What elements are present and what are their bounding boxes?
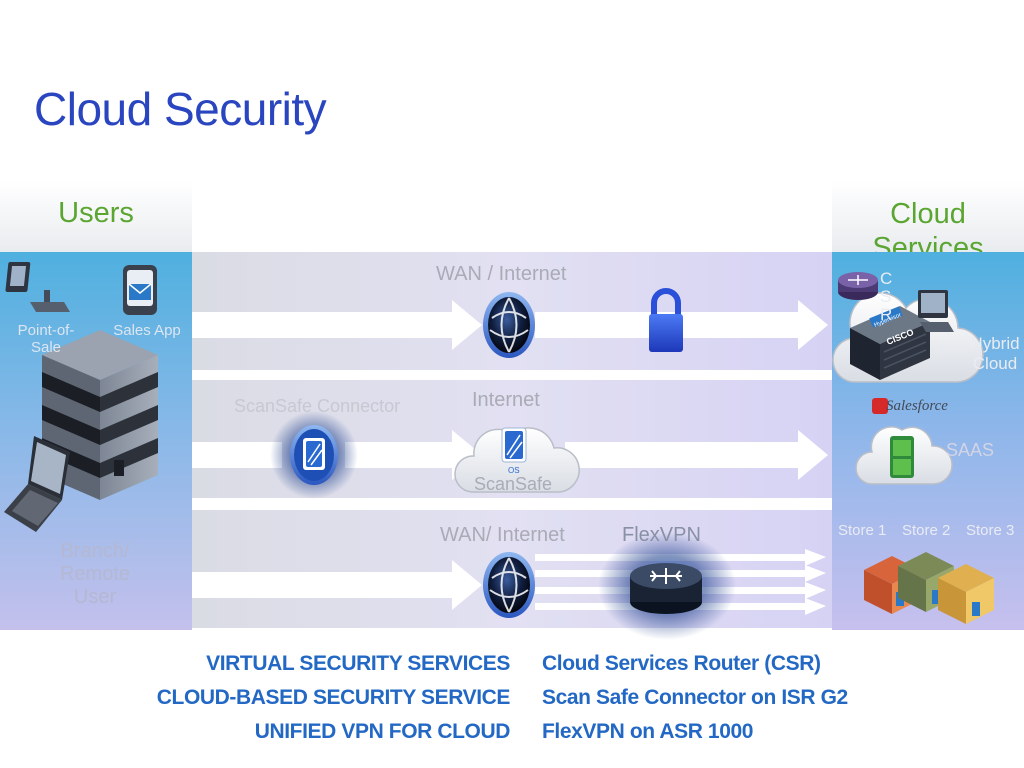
sales-app-label: Sales App xyxy=(113,322,181,339)
store-1-label: Store 1 xyxy=(838,522,887,539)
lane2-arrows xyxy=(192,430,828,480)
store-2-label: Store 2 xyxy=(902,522,951,539)
stores-icon xyxy=(864,552,994,624)
saas-cloud-icon xyxy=(855,398,953,485)
summary-right-3: FlexVPN on ASR 1000 xyxy=(542,720,754,743)
laptop-icon xyxy=(4,436,70,532)
hybrid-cloud-icon: CISCO Hypervisor xyxy=(832,290,984,383)
summary-right-2: Scan Safe Connector on ISR G2 xyxy=(542,686,848,709)
users-header-bg xyxy=(0,180,192,252)
store-3-label: Store 3 xyxy=(966,522,1015,539)
scansafe-cloud-icon xyxy=(454,427,580,493)
summary-left-1: VIRTUAL SECURITY SERVICES xyxy=(206,652,510,675)
summary-right-1: Cloud Services Router (CSR) xyxy=(542,652,821,675)
lane1-label: WAN / Internet xyxy=(436,263,567,285)
summary-left-2: CLOUD-BASED SECURITY SERVICE xyxy=(156,686,511,709)
lane2-label: Internet xyxy=(472,389,540,411)
scansafe-badge: OS xyxy=(508,466,520,475)
branch-user-label: Branch/ Remote User xyxy=(59,540,131,608)
globe-icon xyxy=(483,292,535,358)
csr-label: CSR xyxy=(880,269,893,324)
point-of-sale-icon xyxy=(5,262,70,312)
saas-label: SAAS xyxy=(946,440,995,460)
scansafe-cloud-label: ScanSafe xyxy=(474,474,553,494)
hybrid-cloud-label: Hybrid Cloud xyxy=(970,334,1020,373)
cloud-header-bg xyxy=(832,180,1024,252)
lane3-label: WAN/ Internet xyxy=(440,524,565,546)
scansafe-connector-label: ScanSafe Connector xyxy=(234,396,401,416)
summary-left-3: UNIFIED VPN FOR CLOUD xyxy=(254,720,511,743)
users-column-label: Users xyxy=(58,197,134,229)
flexvpn-label: FlexVPN xyxy=(622,524,701,546)
globe-icon xyxy=(483,552,535,618)
flexvpn-router-icon xyxy=(598,532,736,640)
page-title: Cloud Security xyxy=(34,83,327,135)
sales-app-icon xyxy=(123,265,157,315)
csr-router-icon xyxy=(838,272,878,300)
salesforce-logo: Salesforce xyxy=(886,398,948,414)
scansafe-connector-icon xyxy=(270,411,358,499)
lock-icon xyxy=(649,288,683,352)
point-of-sale-label: Point-of-Sale xyxy=(17,322,75,356)
cloud-services-column-label: Cloud Services xyxy=(872,198,984,264)
